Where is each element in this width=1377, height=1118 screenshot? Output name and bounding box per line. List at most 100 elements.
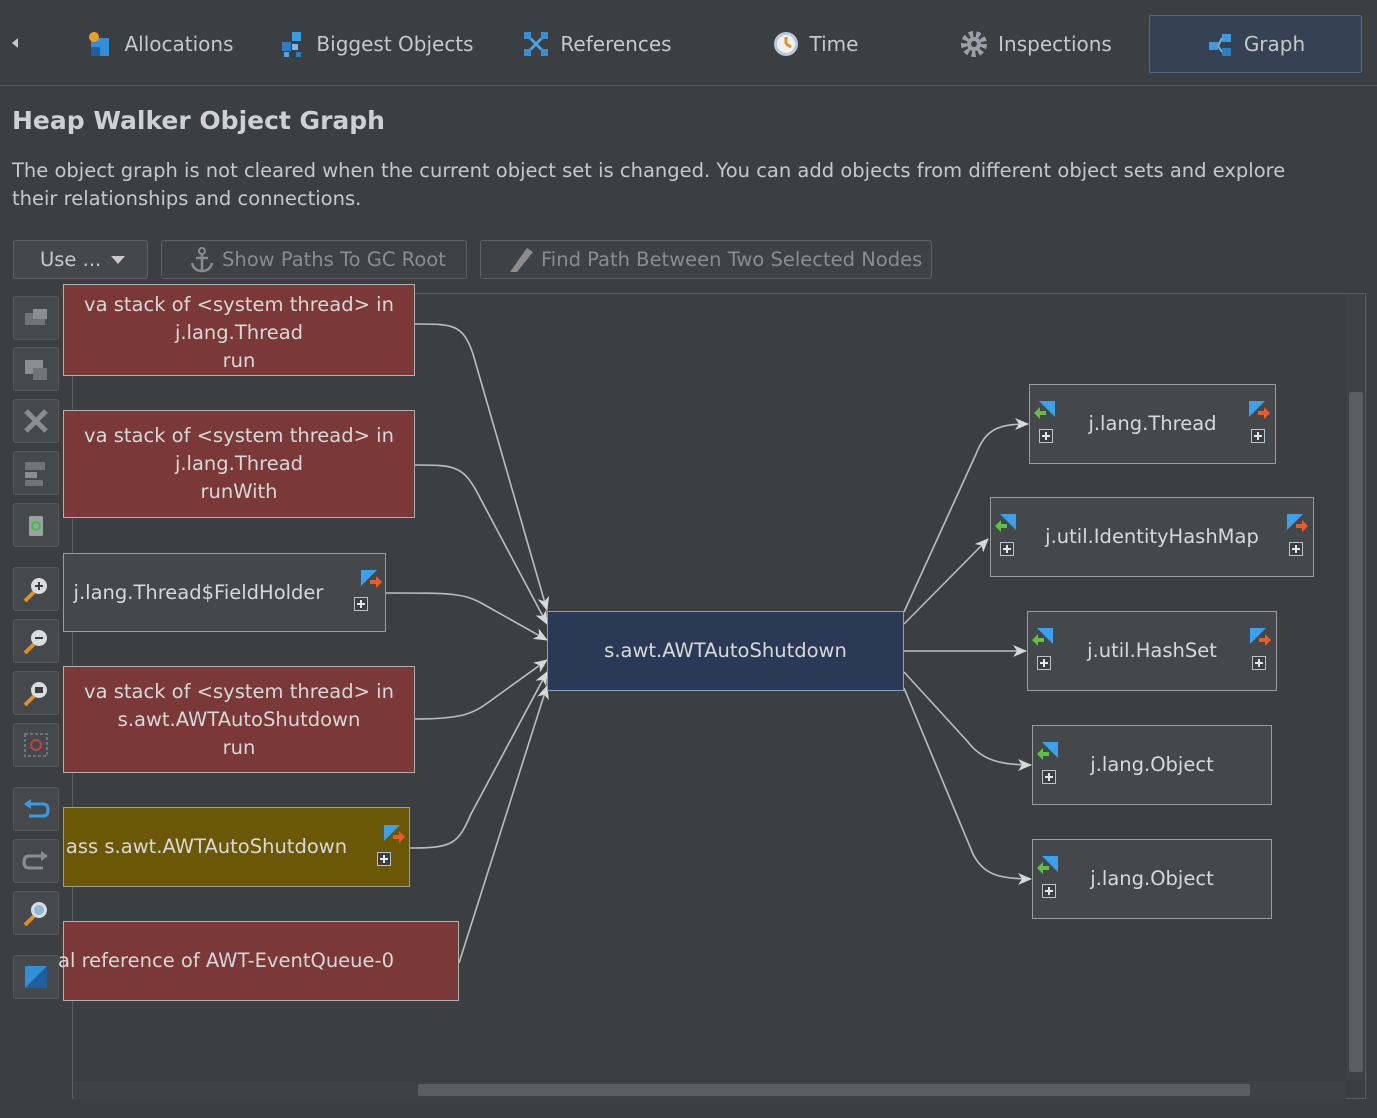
tab-graph[interactable]: Graph [1149, 15, 1362, 73]
graph-node-object-1[interactable]: j.lang.Object [1032, 725, 1272, 805]
expand-icon[interactable] [1037, 656, 1051, 670]
path-icon [507, 246, 535, 274]
export-icon [25, 966, 47, 988]
tab-scroll-left-icon[interactable] [12, 38, 18, 48]
expand-node-icon [25, 360, 47, 380]
graph-node-awtautoshutdown-run[interactable]: va stack of <system thread> in s.awt.AWT… [63, 666, 415, 773]
node-label: j.lang.Thread$FieldHolder [73, 580, 324, 604]
node-label: j.lang.Thread [1088, 412, 1217, 435]
horizontal-scrollbar-thumb[interactable] [418, 1084, 1250, 1096]
clear-graph-button[interactable] [13, 503, 59, 547]
incoming-references-icon[interactable] [1032, 626, 1054, 648]
graph-node-identityhashmap[interactable]: j.util.IdentityHashMap [990, 497, 1314, 577]
outgoing-references-icon[interactable] [1249, 626, 1271, 648]
edge [903, 687, 1032, 885]
tab-label: Biggest Objects [316, 32, 474, 56]
tab-label: References [560, 32, 672, 56]
expand-node-button[interactable] [13, 347, 59, 391]
tab-references[interactable]: References [512, 15, 682, 73]
find-path-button-label: Find Path Between Two Selected Nodes [541, 248, 923, 271]
node-line: runWith [200, 480, 278, 503]
use-button-label: Use ... [40, 248, 102, 271]
tab-inspections[interactable]: Inspections [952, 15, 1120, 73]
add-node-button[interactable] [13, 296, 59, 340]
graph-node-center-awtautoshutdown[interactable]: s.awt.AWTAutoShutdown [547, 611, 904, 691]
biggest-objects-icon [278, 30, 306, 58]
tab-allocations[interactable]: Allocations [80, 15, 240, 73]
vertical-scrollbar-thumb[interactable] [1349, 392, 1363, 1072]
fit-content-button[interactable] [13, 723, 59, 767]
expand-icon[interactable] [354, 597, 368, 611]
graph-node-thread-runwith[interactable]: va stack of <system thread> in j.lang.Th… [63, 410, 415, 518]
zoom-actual-size-icon [23, 682, 47, 707]
node-label: al reference of AWT-EventQueue-0 [58, 949, 394, 972]
node-line: va stack of <system thread> in [84, 293, 394, 316]
tab-label: Allocations [124, 32, 234, 56]
add-node-icon [25, 309, 47, 325]
anchor-icon [188, 246, 216, 274]
incoming-references-icon[interactable] [1034, 399, 1056, 421]
layout-button[interactable] [13, 451, 59, 495]
outgoing-references-icon[interactable] [1286, 512, 1308, 534]
export-button[interactable] [13, 955, 59, 999]
show-paths-to-gc-root-button[interactable]: Show Paths To GC Root [161, 240, 467, 279]
graph-canvas[interactable]: va stack of <system thread> in j.lang.Th… [58, 284, 1366, 1099]
graph-node-thread-run[interactable]: va stack of <system thread> in j.lang.Th… [63, 284, 415, 376]
node-label: j.lang.Object [1090, 867, 1214, 890]
zoom-out-icon [23, 630, 47, 655]
find-path-button[interactable]: Find Path Between Two Selected Nodes [480, 240, 932, 279]
expand-icon[interactable] [1042, 770, 1056, 784]
node-label: j.lang.Object [1090, 753, 1214, 776]
graph-node-thread-fieldholder[interactable]: j.lang.Thread$FieldHolder [63, 553, 386, 632]
expand-icon[interactable] [1252, 656, 1266, 670]
find-node-button[interactable] [13, 891, 59, 935]
page-title: Heap Walker Object Graph [12, 106, 385, 135]
node-line: s.awt.AWTAutoShutdown [117, 707, 361, 731]
graph-node-eventqueue-reference[interactable]: al reference of AWT-EventQueue-0 [58, 921, 459, 1001]
expand-icon[interactable] [1000, 542, 1014, 556]
graph-node-hashset[interactable]: j.util.HashSet [1027, 611, 1277, 691]
zoom-actual-size-button[interactable] [13, 671, 59, 715]
incoming-references-icon[interactable] [1037, 854, 1059, 876]
remove-node-button[interactable] [13, 399, 59, 443]
graph-node-class-awtautoshutdown[interactable]: ass s.awt.AWTAutoShutdown [63, 807, 410, 887]
edge [903, 538, 989, 625]
tab-bar: Allocations Biggest Objects References T… [0, 0, 1377, 86]
edge [414, 659, 548, 720]
expand-icon[interactable] [1289, 542, 1303, 556]
expand-icon[interactable] [377, 852, 391, 866]
node-line: run [222, 349, 256, 372]
expand-icon[interactable] [1042, 884, 1056, 898]
zoom-in-button[interactable] [13, 567, 59, 611]
fit-content-icon [24, 733, 48, 757]
graph-node-thread[interactable]: j.lang.Thread [1029, 384, 1276, 464]
edge [409, 671, 548, 849]
node-label: ass s.awt.AWTAutoShutdown [65, 835, 348, 858]
allocations-icon [86, 30, 114, 58]
tab-biggest-objects[interactable]: Biggest Objects [276, 15, 476, 73]
references-icon [522, 30, 550, 58]
zoom-out-button[interactable] [13, 619, 59, 663]
outgoing-references-icon[interactable] [1248, 399, 1270, 421]
edge [414, 323, 550, 611]
incoming-references-icon[interactable] [995, 512, 1017, 534]
search-icon [23, 902, 47, 927]
edge [903, 671, 1032, 771]
expand-icon[interactable] [1039, 429, 1053, 443]
use-dropdown-button[interactable]: Use ... [13, 240, 148, 279]
outgoing-references-icon[interactable] [383, 823, 405, 845]
graph-edges [385, 323, 1032, 964]
tab-time[interactable]: Time [760, 15, 870, 73]
node-line: j.lang.Thread [174, 321, 304, 344]
undo-button[interactable] [13, 787, 59, 831]
zoom-in-icon [23, 578, 47, 603]
incoming-references-icon[interactable] [1037, 740, 1059, 762]
gc-root-button-label: Show Paths To GC Root [222, 248, 446, 271]
outgoing-references-icon[interactable] [360, 568, 382, 590]
expand-icon[interactable] [1251, 429, 1265, 443]
node-label: j.util.IdentityHashMap [1045, 525, 1259, 548]
redo-icon [22, 851, 48, 870]
node-label: j.util.HashSet [1087, 639, 1217, 662]
redo-button[interactable] [13, 839, 59, 883]
graph-node-object-2[interactable]: j.lang.Object [1032, 839, 1272, 919]
